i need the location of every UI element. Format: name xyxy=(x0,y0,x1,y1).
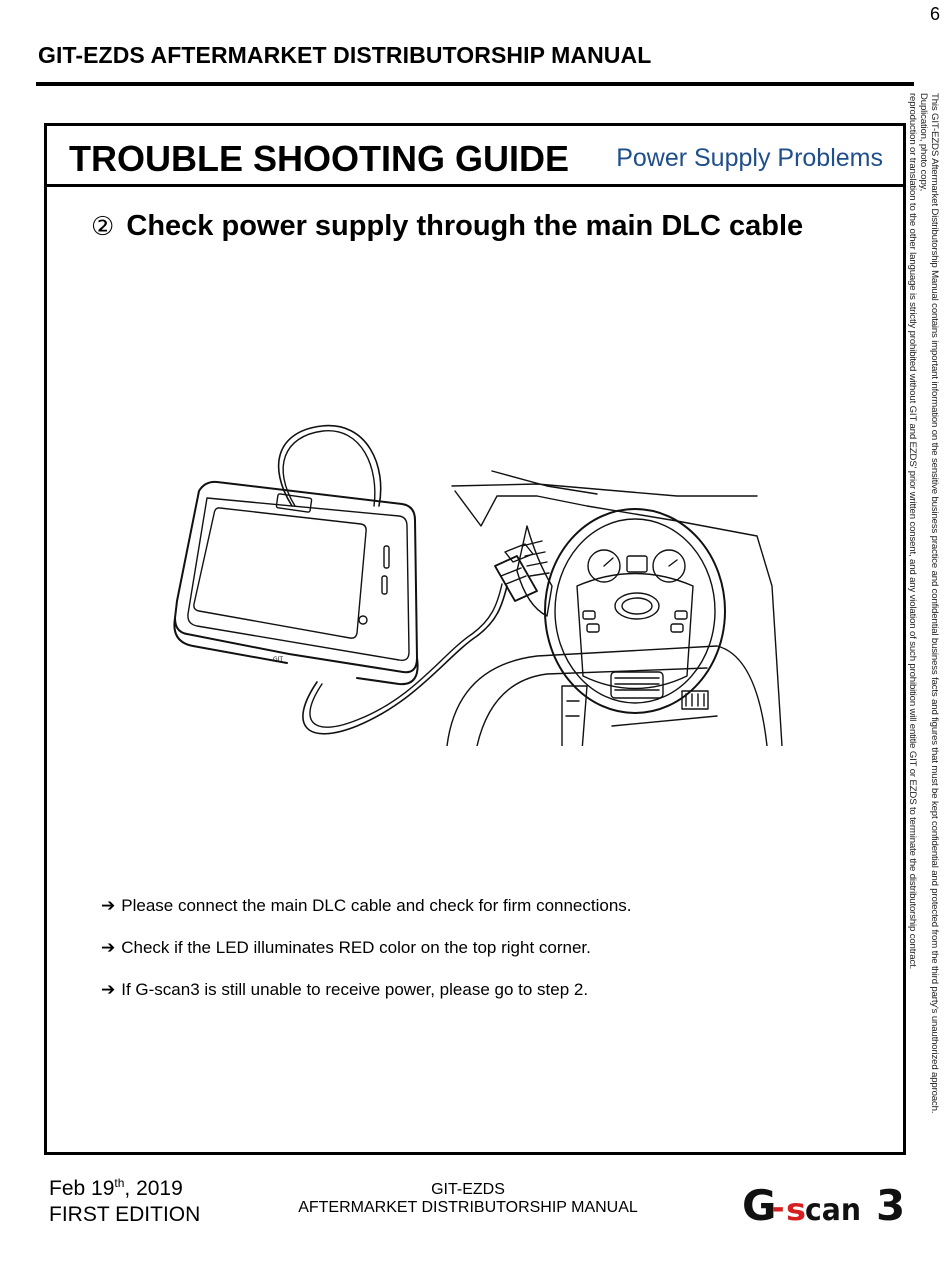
document-header-title: GIT-EZDS AFTERMARKET DISTRIBUTORSHIP MAN… xyxy=(38,42,652,68)
instruction-item: ➔ If G-scan3 is still unable to receive … xyxy=(101,980,632,1022)
svg-text:-: - xyxy=(772,1191,784,1226)
tablet-device: GIT xyxy=(173,480,419,686)
footer-manual-title: GIT-EZDS AFTERMARKET DISTRIBUTORSHIP MAN… xyxy=(298,1181,638,1216)
instruction-item: ➔ Please connect the main DLC cable and … xyxy=(101,896,632,938)
g-scan-3-logo: G - s can 3 xyxy=(742,1182,905,1228)
arrow-right-icon: ➔ xyxy=(101,896,116,915)
footer-edition: FIRST EDITION xyxy=(49,1203,201,1226)
svg-text:G: G xyxy=(742,1182,776,1228)
confidentiality-notice: This GIT-EZDS Aftermarket Distributorshi… xyxy=(907,93,940,1153)
confidentiality-notice-line1: This GIT-EZDS Aftermarket Distributorshi… xyxy=(918,93,940,1114)
step-heading: ② Check power supply through the main DL… xyxy=(91,210,803,243)
svg-text:3: 3 xyxy=(876,1182,905,1228)
arrow-right-icon: ➔ xyxy=(101,938,116,957)
instruction-list: ➔ Please connect the main DLC cable and … xyxy=(101,896,632,1022)
instruction-text: If G-scan3 is still unable to receive po… xyxy=(121,980,589,999)
instruction-text: Please connect the main DLC cable and ch… xyxy=(121,896,632,915)
step-heading-text: Check power supply through the main DLC … xyxy=(126,210,804,242)
guide-title: TROUBLE SHOOTING GUIDE xyxy=(69,138,570,179)
section-label: Power Supply Problems xyxy=(616,144,883,172)
svg-text:can: can xyxy=(805,1193,861,1228)
page-number: 6 xyxy=(929,4,940,24)
guide-panel: TROUBLE SHOOTING GUIDE Power Supply Prob… xyxy=(44,123,906,1155)
scan-tool-connected-to-car-dlc-illustration: GIT xyxy=(173,424,783,746)
steering-wheel xyxy=(544,508,726,714)
tablet-badge: GIT xyxy=(273,656,283,663)
guide-title-bar: TROUBLE SHOOTING GUIDE Power Supply Prob… xyxy=(47,126,903,187)
step-number: ② xyxy=(91,211,115,241)
arrow-right-icon: ➔ xyxy=(101,980,116,999)
header-divider xyxy=(36,82,914,86)
instruction-item: ➔ Check if the LED illuminates RED color… xyxy=(101,938,632,980)
instruction-text: Check if the LED illuminates RED color o… xyxy=(121,938,591,957)
footer-date: Feb 19th, 2019 xyxy=(49,1176,183,1200)
obd-connector xyxy=(494,543,538,602)
footer-edition-info: Feb 19th, 2019 FIRST EDITION xyxy=(49,1170,200,1228)
svg-text:s: s xyxy=(786,1193,806,1228)
confidentiality-notice-line2: reproduction or translation to the other… xyxy=(907,93,918,970)
